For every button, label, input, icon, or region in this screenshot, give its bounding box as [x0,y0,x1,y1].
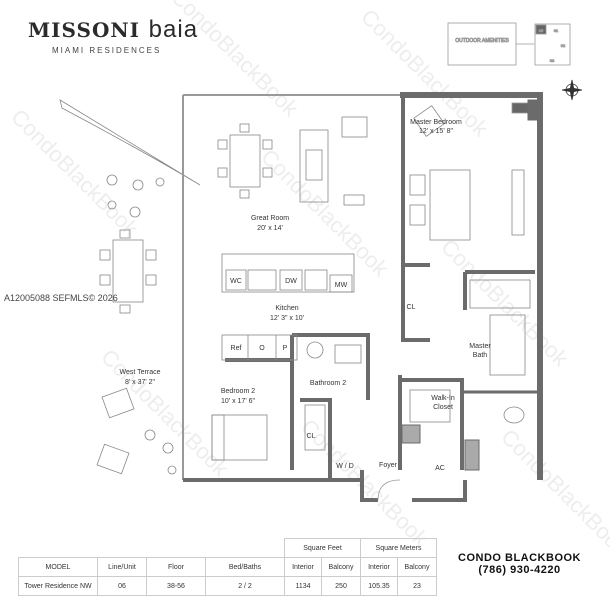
master-bedroom-label: Master Bedroom [410,119,462,126]
svg-text:WC: WC [230,278,242,285]
svg-text:8' x 37' 2": 8' x 37' 2" [125,379,156,386]
svg-text:12' 3" x 10': 12' 3" x 10' [270,315,304,322]
bedroom-2-label: Bedroom 2 [221,388,255,395]
contact-info: CONDO BLACKBOOK (786) 930-4220 [458,552,581,576]
foyer-label: Foyer [379,462,398,469]
great-room-label: Great Room [251,215,289,222]
mls-stamp: A12005088 SEFMLS© 2026 [4,293,118,303]
room-labels: Great Room 20' x 14' Kitchen 12' 3" x 10… [120,119,492,472]
svg-text:06: 06 [539,28,544,33]
missoni-baia-logo: MISSONI baia MIAMI RESIDENCES [28,16,199,55]
furniture [211,105,531,461]
svg-text:MW: MW [335,282,348,289]
svg-text:12' x 15' 8": 12' x 15' 8" [419,128,453,135]
svg-text:O: O [259,345,265,352]
ac-label: AC [435,465,445,472]
svg-text:Ref: Ref [231,345,242,352]
wd-label: W / D [336,463,354,470]
contact-phone: (786) 930-4220 [478,564,561,576]
closet-label: CL [307,433,316,440]
walk-in-closet-label: Walk-In [431,395,455,402]
svg-text:DW: DW [285,278,297,285]
svg-text:03: 03 [550,58,555,63]
kitchen-label: Kitchen [275,305,298,312]
highlighted-unit [535,24,547,35]
svg-text:20' x 14': 20' x 14' [257,225,283,232]
svg-text:Closet: Closet [433,404,453,411]
scale-bar [426,96,541,114]
west-terrace-label: West Terrace [120,369,161,376]
svg-text:10' x 17' 6": 10' x 17' 6" [221,398,255,405]
svg-text:01: 01 [554,28,559,33]
walls [182,92,543,502]
spec-table: Square Feet Square Meters MODEL Line/Uni… [18,538,437,596]
svg-text:Bath: Bath [473,352,488,359]
compass-icon [561,79,583,101]
table-header-row: MODEL Line/Unit Floor Bed/Baths Interior… [18,557,437,577]
master-bath-label: Master [469,343,491,350]
bathroom-2-label: Bathroom 2 [310,380,346,387]
contact-name: CONDO BLACKBOOK [458,552,581,564]
svg-text:02: 02 [561,43,566,48]
closet-label: CL [407,304,416,311]
svg-text:OUTDOOR AMENITIES: OUTDOOR AMENITIES [455,38,509,44]
west-terrace [59,99,201,475]
svg-text:P: P [283,345,288,352]
key-plan: OUTDOOR AMENITIES 06 01 02 03 [447,22,571,66]
